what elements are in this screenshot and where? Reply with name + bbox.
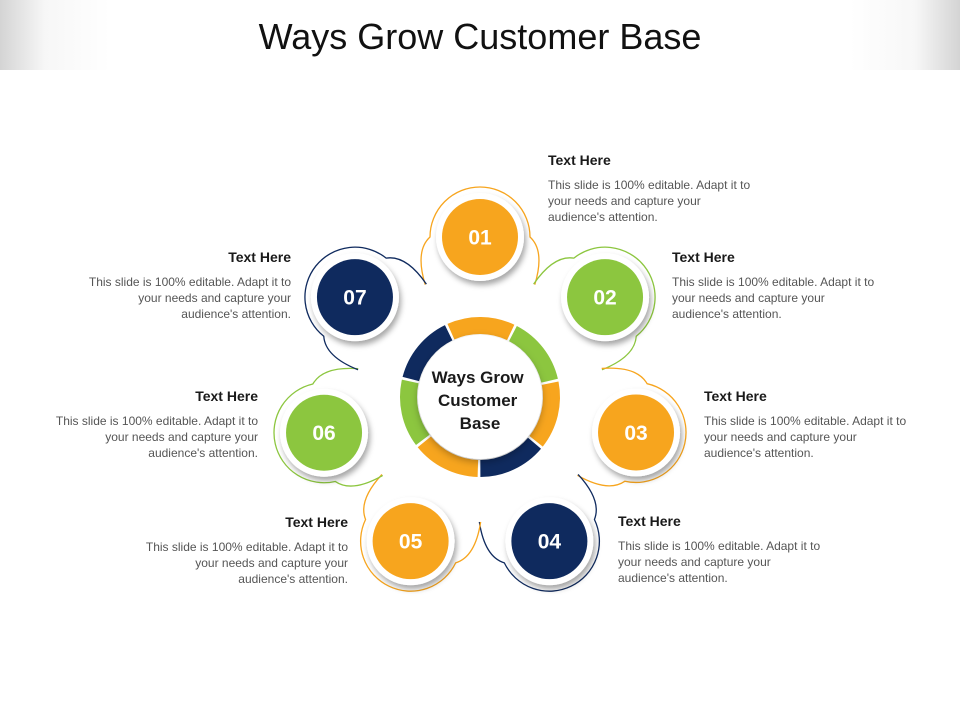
step-04-text: Text Here This slide is 100% editable. A…	[618, 513, 830, 586]
step-07-body: This slide is 100% editable. Adapt it to…	[88, 275, 291, 321]
step-02-text: Text Here This slide is 100% editable. A…	[672, 249, 884, 322]
step-04-number: 04	[538, 531, 562, 554]
step-05-body: This slide is 100% editable. Adapt it to…	[145, 540, 348, 586]
step-03-body: This slide is 100% editable. Adapt it to…	[704, 414, 907, 460]
step-01-number: 01	[468, 227, 492, 250]
step-03-text: Text Here This slide is 100% editable. A…	[704, 388, 916, 461]
center-label-line-1: Ways Grow	[432, 368, 525, 387]
step-05-number: 05	[399, 531, 423, 554]
center-disc	[418, 335, 542, 459]
step-04-node	[511, 503, 588, 580]
ring-segment	[400, 379, 430, 445]
center-label-line-3: Base	[460, 414, 501, 433]
center-label-line-2: Customer	[438, 391, 518, 410]
step-07-heading: Text Here	[228, 249, 291, 265]
step-05-text: Text Here This slide is 100% editable. A…	[136, 514, 348, 587]
petal-outline-03	[577, 367, 687, 487]
step-04-body: This slide is 100% editable. Adapt it to…	[618, 539, 821, 585]
step-01-body: This slide is 100% editable. Adapt it to…	[548, 178, 751, 224]
step-05-node	[372, 503, 449, 580]
step-01-node	[442, 199, 518, 275]
step-06-text: Text Here This slide is 100% editable. A…	[46, 388, 258, 461]
step-03-heading: Text Here	[704, 388, 767, 404]
step-03-number: 03	[624, 422, 647, 445]
step-06-node	[286, 394, 363, 471]
petal-outline-01	[420, 186, 540, 285]
ring-segment	[402, 325, 453, 382]
step-04-heading: Text Here	[618, 513, 681, 529]
step-02-number: 02	[593, 287, 616, 310]
step-07-node	[316, 259, 393, 336]
step-02-body: This slide is 100% editable. Adapt it to…	[672, 275, 875, 321]
step-06-body: This slide is 100% editable. Adapt it to…	[55, 414, 258, 460]
step-02-heading: Text Here	[672, 249, 735, 265]
slide-title: Ways Grow Customer Base	[258, 16, 702, 57]
step-07-text: Text Here This slide is 100% editable. A…	[79, 249, 291, 322]
step-06-heading: Text Here	[195, 388, 258, 404]
step-07-number: 07	[343, 287, 366, 310]
step-01-heading: Text Here	[548, 152, 611, 168]
step-05-heading: Text Here	[285, 514, 348, 530]
step-02-node	[567, 259, 644, 336]
step-03-node	[598, 394, 675, 471]
step-nodes: 01 02 03 04 05 06 07	[280, 193, 681, 586]
petal-outline-02	[533, 246, 656, 371]
ring-segment	[479, 437, 542, 477]
petal-outline-06	[273, 367, 384, 487]
petal-outline-04	[478, 474, 601, 592]
petal-outline-07	[304, 246, 427, 371]
step-01-text: Text Here This slide is 100% editable. A…	[548, 152, 760, 225]
ring-segment	[447, 317, 515, 341]
step-06-number: 06	[312, 422, 335, 445]
petal-outline-05	[359, 474, 482, 592]
ring-segment	[529, 381, 560, 447]
center-ring	[400, 317, 560, 477]
ring-segment	[417, 436, 479, 477]
header-band	[0, 0, 960, 70]
ring-segment	[508, 325, 558, 384]
petal-outlines	[273, 186, 687, 592]
center-label: Ways Grow Customer Base	[432, 368, 529, 433]
